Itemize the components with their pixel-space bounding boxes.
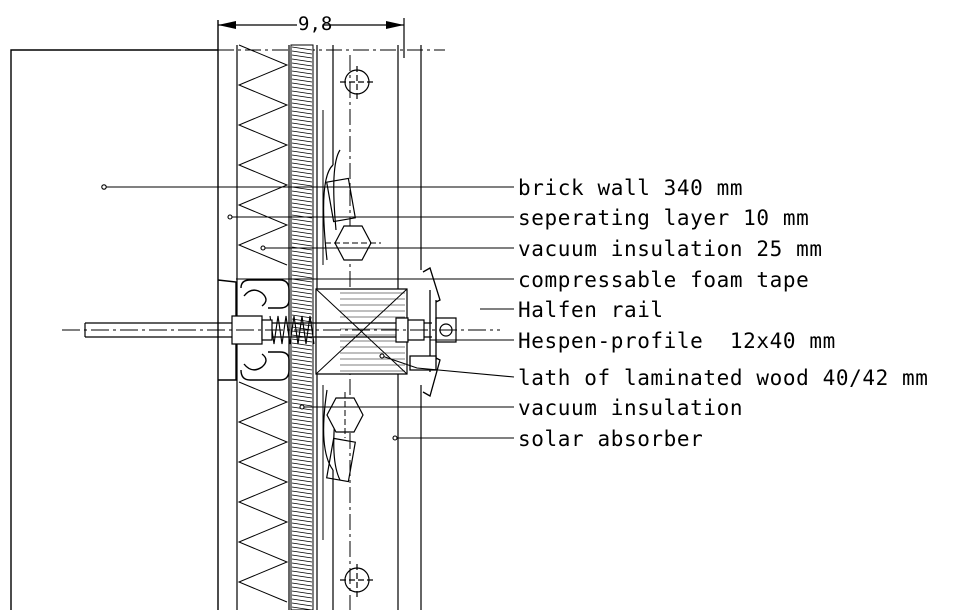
label-halfen-rail: Halfen rail bbox=[518, 298, 664, 322]
bolt-symbol-lower bbox=[340, 564, 375, 598]
leader-lines bbox=[102, 185, 514, 440]
label-separating-layer: seperating layer 10 mm bbox=[518, 206, 809, 230]
label-brick-wall: brick wall 340 mm bbox=[518, 176, 743, 200]
label-hespen-profile: Hespen-profile 12x40 mm bbox=[518, 329, 836, 353]
vacuum-insulation-hatch-lower bbox=[239, 382, 287, 602]
label-lath: lath of laminated wood 40/42 mm bbox=[518, 366, 929, 390]
label-vacuum-insulation-25: vacuum insulation 25 mm bbox=[518, 237, 823, 261]
bolt-symbol-upper bbox=[340, 66, 375, 100]
label-solar-absorber: solar absorber bbox=[518, 427, 703, 451]
spring bbox=[270, 316, 314, 344]
dimension-label: 9,8 bbox=[298, 13, 332, 35]
laminated-wood-lath bbox=[316, 289, 407, 374]
vacuum-insulation-hatch-upper bbox=[239, 45, 287, 265]
foam-tape-strip bbox=[291, 45, 313, 610]
dimension-9-8: 9,8 bbox=[218, 13, 404, 58]
hespen-profile bbox=[410, 268, 440, 396]
label-foam-tape: compressable foam tape bbox=[518, 268, 809, 292]
brick-wall-outline bbox=[11, 50, 218, 610]
label-vacuum-insulation: vacuum insulation bbox=[518, 396, 743, 420]
foam-tape-hatch bbox=[292, 47, 312, 610]
